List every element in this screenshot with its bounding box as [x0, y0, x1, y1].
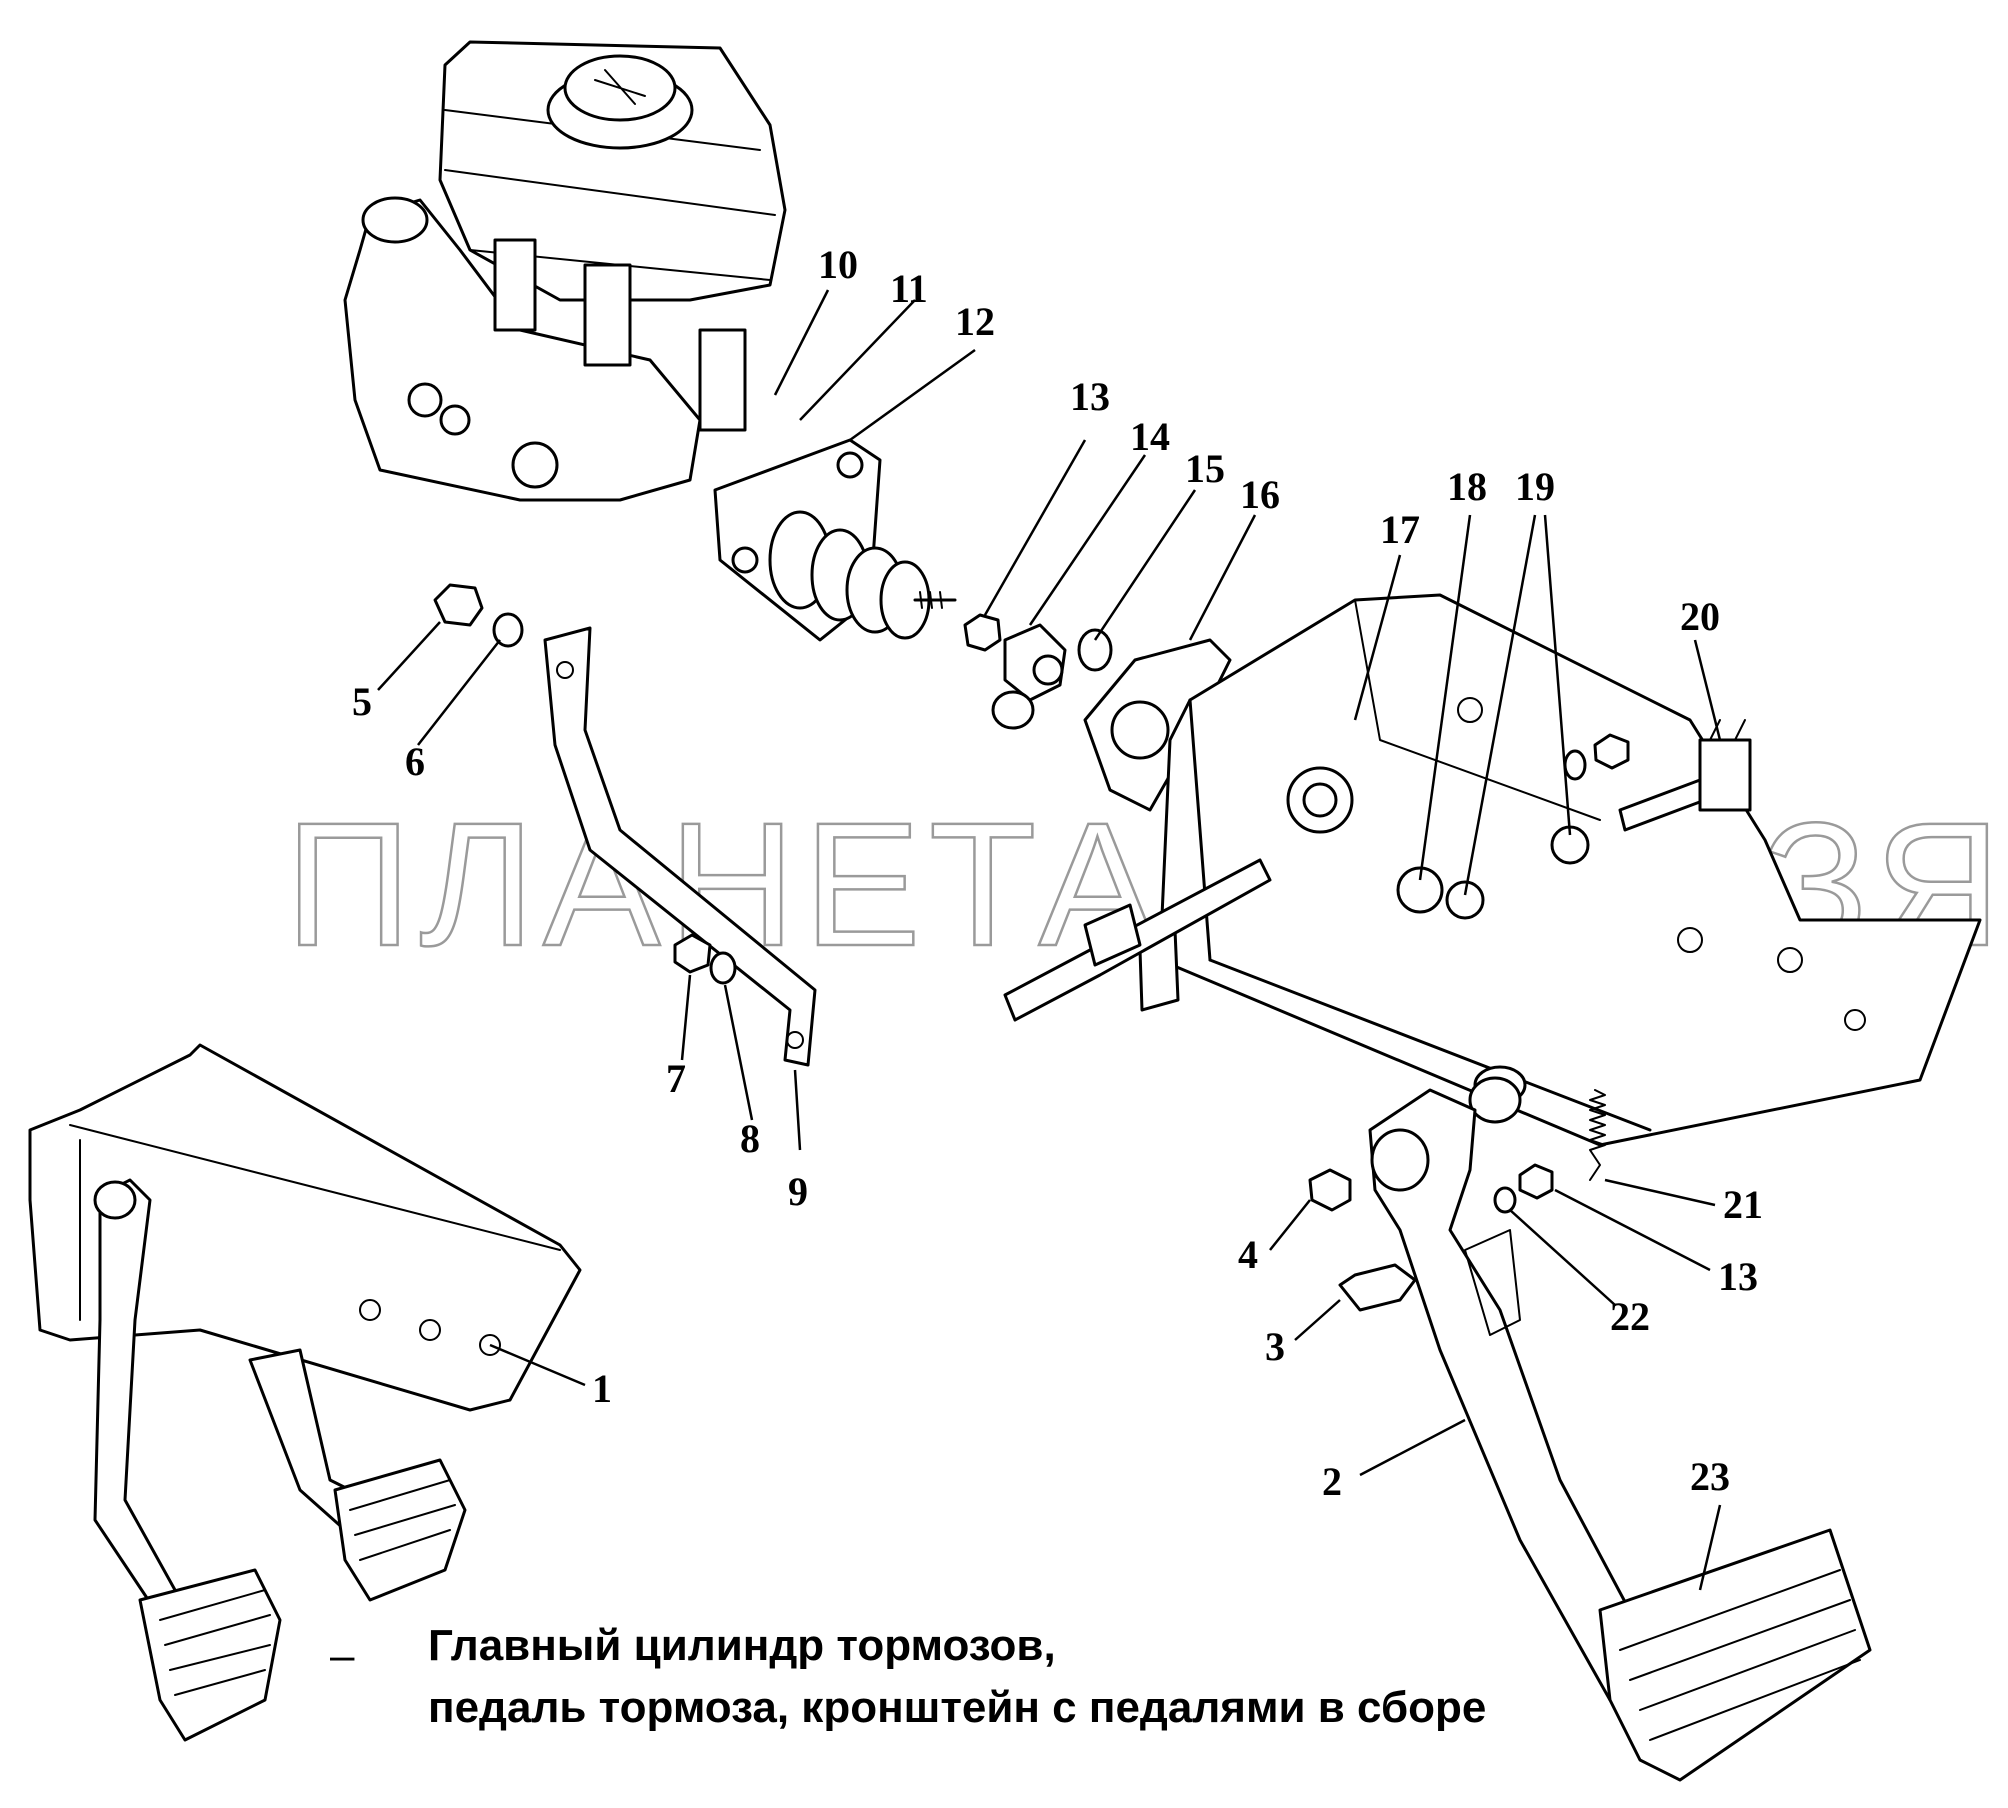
leader-lines	[377, 289, 1722, 1591]
pedal-bracket-drawing	[1003, 593, 1982, 1181]
callout-19: 19	[1515, 464, 1555, 509]
callout-8: 8	[740, 1116, 760, 1161]
callout-6: 6	[405, 739, 425, 784]
rod-hardware-drawing	[963, 613, 1232, 812]
callout-5: 5	[352, 679, 372, 724]
callout-13-bottom: 13	[1718, 1254, 1758, 1299]
callout-3: 3	[1265, 1324, 1285, 1369]
callout-10: 10	[818, 242, 858, 287]
callout-21: 21	[1723, 1182, 1763, 1227]
callout-1: 1	[592, 1366, 612, 1411]
caption: – Главный цилиндр тормозов, педаль тормо…	[330, 1621, 1486, 1732]
callout-12: 12	[955, 299, 995, 344]
bracket-9-drawing	[543, 626, 817, 1067]
callout-2: 2	[1322, 1459, 1342, 1504]
callout-11: 11	[890, 266, 928, 311]
callout-9: 9	[788, 1169, 808, 1214]
callout-23: 23	[1690, 1454, 1730, 1499]
callout-7: 7	[666, 1056, 686, 1101]
callout-4: 4	[1238, 1232, 1258, 1277]
caption-line-1: Главный цилиндр тормозов,	[428, 1621, 1056, 1670]
pedal-assembly-1-drawing	[28, 1043, 582, 1742]
caption-line-2: педаль тормоза, кронштейн с педалями в с…	[428, 1683, 1486, 1732]
master-cylinder-drawing	[343, 40, 957, 642]
brake-pedal-drawing	[1308, 1088, 1872, 1782]
nut-washer-5-6-drawing	[433, 583, 524, 648]
callout-16: 16	[1240, 472, 1280, 517]
callout-18: 18	[1447, 464, 1487, 509]
callout-13-top: 13	[1070, 374, 1110, 419]
callout-22: 22	[1610, 1294, 1650, 1339]
callout-17: 17	[1380, 507, 1420, 552]
callout-14: 14	[1130, 414, 1170, 459]
callout-20: 20	[1680, 594, 1720, 639]
callouts: 1 2 3 4 5 6 7 8 9 10 11 12 13 13 14 15 1…	[352, 242, 1763, 1504]
caption-dash: –	[330, 1631, 355, 1680]
callout-15: 15	[1185, 446, 1225, 491]
